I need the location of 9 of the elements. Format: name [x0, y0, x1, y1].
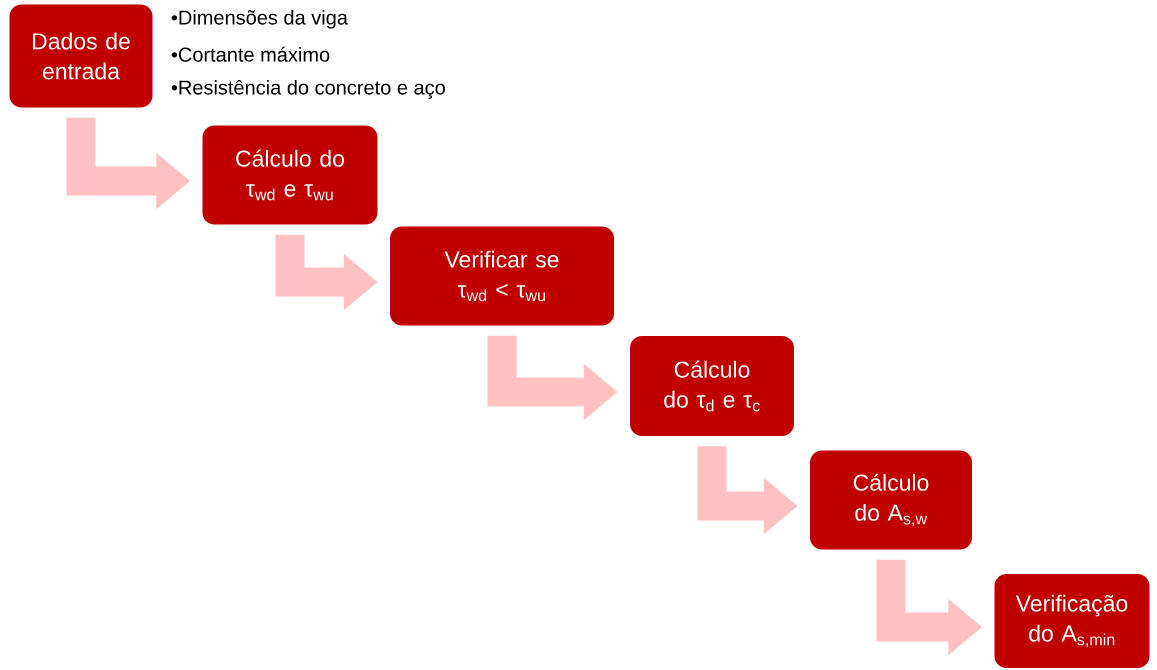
bullet-item: •Resistência do concreto e aço — [171, 79, 445, 99]
process-box: Cálculo do A$_{s,w}$ — [810, 450, 972, 550]
process-box: Cálculo do τ$_{wd}$ e τ$_{wu}$ — [202, 125, 378, 225]
process-box: Verificação do A$_{s,min}$ — [994, 574, 1150, 668]
process-box: Dados de entrada — [9, 4, 153, 108]
process-box: Cálculo do τ$_{d}$ e τ$_{c}$ — [630, 336, 794, 436]
bullet-item: •Dimensões da viga — [171, 9, 348, 29]
process-box: Verificar se τ$_{wd}$ < τ$_{wu}$ — [390, 226, 614, 326]
bullet-item: •Cortante máximo — [171, 46, 330, 62]
